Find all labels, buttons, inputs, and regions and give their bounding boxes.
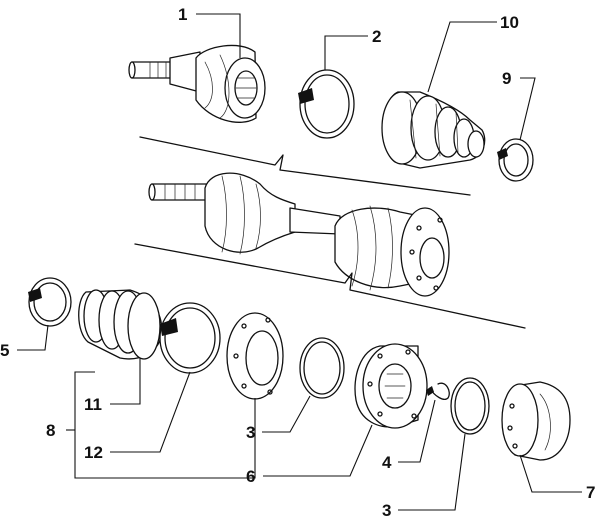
callout-11: 11 [84,395,102,414]
callout-3a: 3 [246,423,255,442]
part-12-large-clamp [159,302,221,374]
callout-5: 5 [0,341,9,360]
part-6-inner-joint [354,343,428,429]
part-7-end-cover [501,381,571,461]
part-1-outer-cv-joint [128,44,266,123]
part-11-inner-boot [78,289,163,360]
callout-4: 4 [382,453,392,472]
upper-brace [139,136,471,196]
callout-7: 7 [586,483,595,502]
leader-lines [17,13,582,511]
callout-3b: 3 [382,501,391,517]
callout-6: 6 [246,467,255,486]
part-3b-gasket [450,377,490,435]
assembled-drive-shaft [148,172,450,297]
callout-12: 12 [84,443,103,462]
callout-10: 10 [500,13,519,32]
callout-2: 2 [372,27,381,46]
callout-9: 9 [502,69,511,88]
part-5-inner-clamp [28,277,72,327]
callout-labels: 1 2 10 9 5 8 11 12 3 6 4 3 7 [0,5,595,517]
part-10-outer-boot [381,91,486,169]
lower-brace [134,243,526,329]
part-9-small-clamp [497,138,534,182]
callout-1: 1 [178,5,187,24]
flange-plate [226,312,284,400]
part-2-clamp-ring [298,69,355,139]
part-3a-gasket [299,337,345,399]
callout-8: 8 [46,421,55,440]
part-4-circlip [426,382,450,400]
